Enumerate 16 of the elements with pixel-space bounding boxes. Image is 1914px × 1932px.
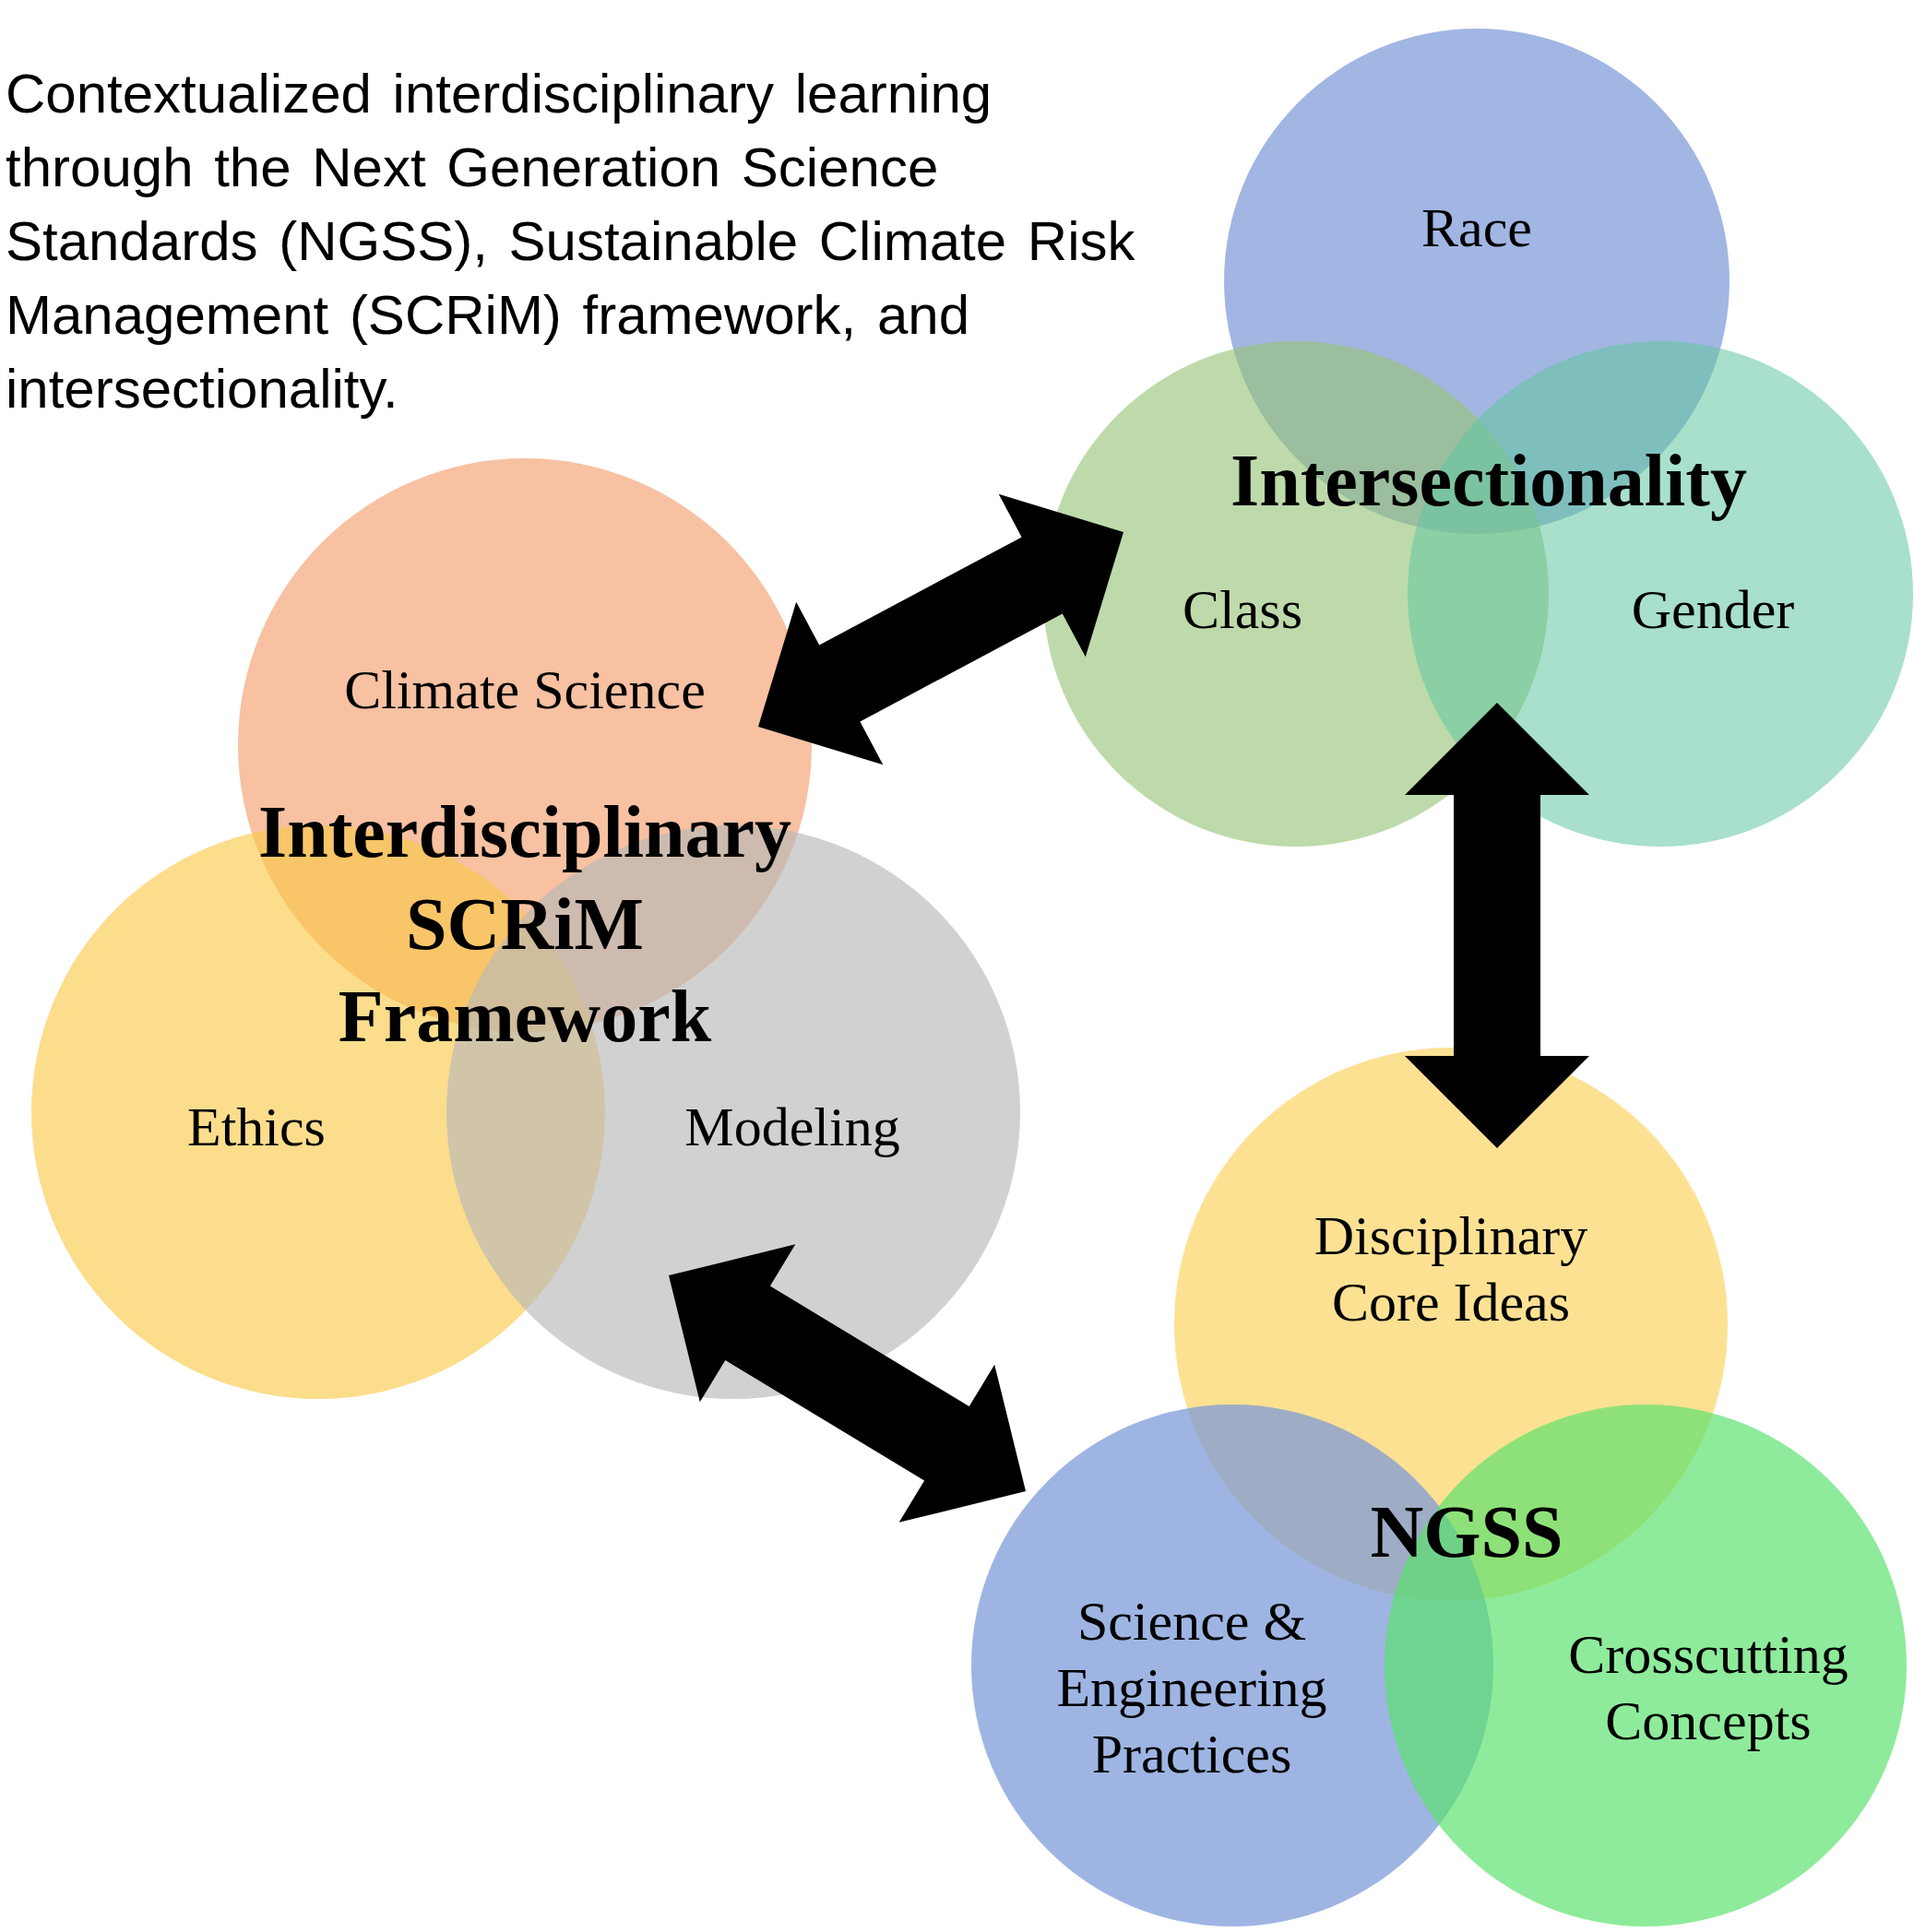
circle-label: Climate Science (343, 658, 707, 722)
group-heading: Interdisciplinary SCRiM Framework (258, 790, 791, 1059)
circle-label: Ethics (186, 1096, 327, 1159)
double-arrow (758, 493, 1123, 765)
circle-label: Crosscutting Concepts (1567, 1623, 1849, 1753)
circle-label: Gender (1630, 578, 1796, 642)
double-arrow (1405, 703, 1589, 1148)
circle-label: Class (1182, 578, 1303, 642)
circle-label: Disciplinary Core Ideas (1313, 1204, 1589, 1334)
circle-label: Race (1421, 196, 1533, 260)
circle-label: Science & Engineering Practices (1055, 1590, 1328, 1786)
circle-label: Modeling (684, 1096, 901, 1159)
diagram-title: Contextualized interdisciplinary learning through the Next Generation Science Standards (NGSS), Sustainable Climate Risk Management (SCRiM) framework, and intersectionality. (6, 62, 1136, 421)
double-arrow (669, 1244, 1026, 1523)
group-heading: Intersectionality (1230, 439, 1747, 523)
group-heading: NGSS (1370, 1490, 1563, 1574)
